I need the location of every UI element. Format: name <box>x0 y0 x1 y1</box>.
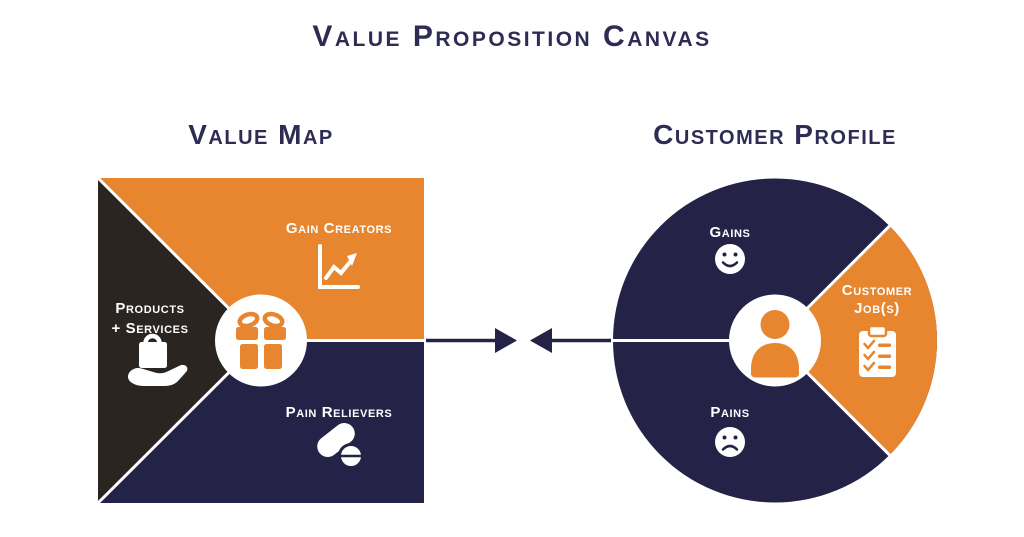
pills-icon <box>317 423 364 469</box>
customer-profile-circle: Gains Customer Job(s) Pains <box>613 178 937 503</box>
customer-jobs-label-line2: Job(s) <box>854 300 900 317</box>
person-icon <box>751 310 799 378</box>
hand-holding-bag-icon <box>128 333 188 386</box>
gift-icon <box>236 311 286 369</box>
value-map-heading: Value Map <box>188 119 334 150</box>
line-chart-icon <box>318 244 360 289</box>
sad-face-icon <box>715 427 745 457</box>
gains-label: Gains <box>710 224 751 241</box>
arrow-right-icon <box>426 328 517 353</box>
pain-relievers-label: Pain Relievers <box>286 404 393 421</box>
pains-label: Pains <box>710 404 749 421</box>
page-title: Value Proposition Canvas <box>312 20 712 53</box>
customer-jobs-label-line1: Customer <box>842 282 912 299</box>
value-map-square: Gain Creators Products + Services Pain R… <box>96 176 424 505</box>
products-services-section <box>98 178 261 503</box>
products-services-label-line2: + Services <box>111 320 188 337</box>
arrow-left-icon <box>530 328 611 353</box>
value-map-center <box>215 294 307 387</box>
customer-profile-heading: Customer Profile <box>653 119 897 150</box>
products-services-label-line1: Products <box>115 300 184 317</box>
gain-creators-section <box>98 178 424 341</box>
gain-creators-label: Gain Creators <box>286 220 392 237</box>
checklist-clipboard-icon <box>859 324 896 377</box>
smiley-face-icon <box>715 244 745 274</box>
customer-jobs-wedge <box>775 225 937 456</box>
